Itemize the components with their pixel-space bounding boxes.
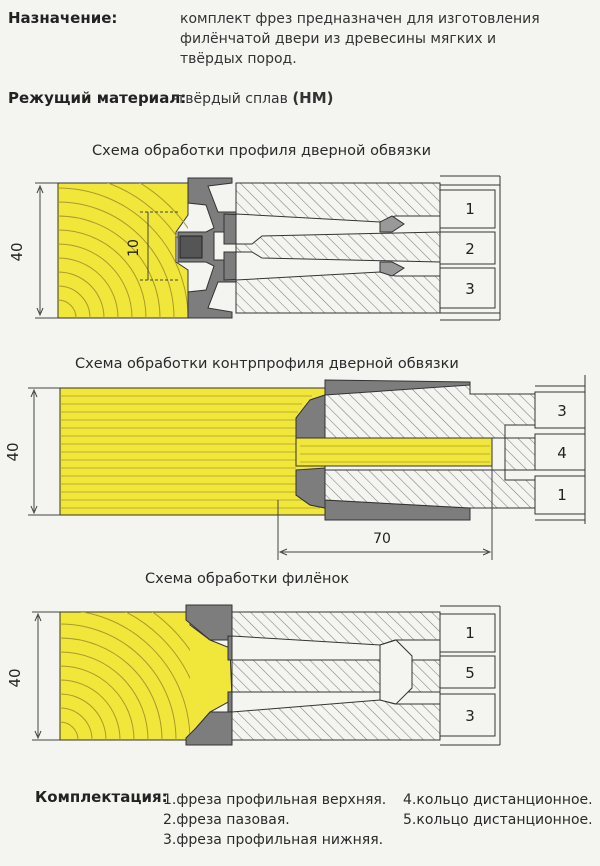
purpose-label: Назначение:: [8, 9, 118, 27]
diagram3-dim-height: 40: [6, 668, 24, 687]
kit-label: Комплектация:: [35, 788, 168, 806]
diagram3-part-5: 5: [465, 664, 475, 682]
diagram1-part-2: 2: [465, 240, 475, 258]
diagram2-wood: [59, 387, 493, 516]
purpose-line-2: филёнчатой двери из древесины мягких и: [180, 31, 497, 47]
diagram2-part-4: 4: [557, 444, 567, 462]
material-text: -твёрдый сплав: [172, 91, 288, 107]
material-label: Режущий материал:: [8, 89, 187, 107]
diagram3-caption: Схема обработки филёнок: [145, 571, 350, 587]
diagram1-part-1: 1: [465, 200, 475, 218]
purpose-text: комплект фрез предназначен для изготовле…: [180, 9, 540, 69]
diagram2-part-1: 1: [557, 486, 567, 504]
diagram1: 1 2 3 40 10: [8, 175, 501, 321]
diagram3-parts: 1 5 3: [439, 613, 496, 737]
diagram3: 1 5 3 40: [6, 604, 501, 746]
diagram2-dim-length: 70: [373, 531, 391, 547]
kit-item-2: 2.фреза пазовая.: [163, 812, 290, 828]
kit-list-col2: 4.кольцо дистанционное. 5.кольцо дистанц…: [403, 790, 593, 830]
diagram3-part-1: 1: [465, 624, 475, 642]
purpose-line-3: твёрдых пород.: [180, 51, 297, 67]
kit-item-1: 1.фреза профильная верхняя.: [163, 792, 387, 808]
kit-item-5: 5.кольцо дистанционное.: [403, 812, 593, 828]
diagram2-caption: Схема обработки контрпрофиля дверной обв…: [75, 356, 459, 372]
diagram1-caption: Схема обработки профиля дверной обвязки: [92, 143, 432, 159]
diagram2-dim-height: 40: [4, 442, 22, 461]
diagram2-part-3: 3: [557, 402, 567, 420]
diagram1-part-3: 3: [465, 280, 475, 298]
kit-item-3: 3.фреза профильная нижняя.: [163, 832, 384, 848]
material-code: (НМ): [292, 89, 334, 107]
diagram1-parts: 1 2 3: [439, 189, 496, 309]
diagram2-dims: [28, 387, 493, 560]
diagram3-body: [231, 605, 501, 746]
kit-list-col1: 1.фреза профильная верхняя. 2.фреза пазо…: [163, 790, 386, 850]
purpose-line-1: комплект фрез предназначен для изготовле…: [180, 11, 540, 27]
material-value: -твёрдый сплав (НМ): [172, 88, 334, 109]
kit-item-4: 4.кольцо дистанционное.: [403, 792, 593, 808]
diagram3-dims: [32, 611, 60, 741]
diagram2: 3 4 1 40 70: [4, 375, 586, 560]
diagram2-parts: 3 4 1: [534, 391, 586, 515]
diagram1-body: [235, 175, 501, 321]
diagram1-dims: [35, 182, 178, 319]
diagram1-dim-height: 40: [8, 242, 26, 261]
diagram1-dim-inner: 10: [126, 239, 142, 257]
diagram3-part-3: 3: [465, 707, 475, 725]
